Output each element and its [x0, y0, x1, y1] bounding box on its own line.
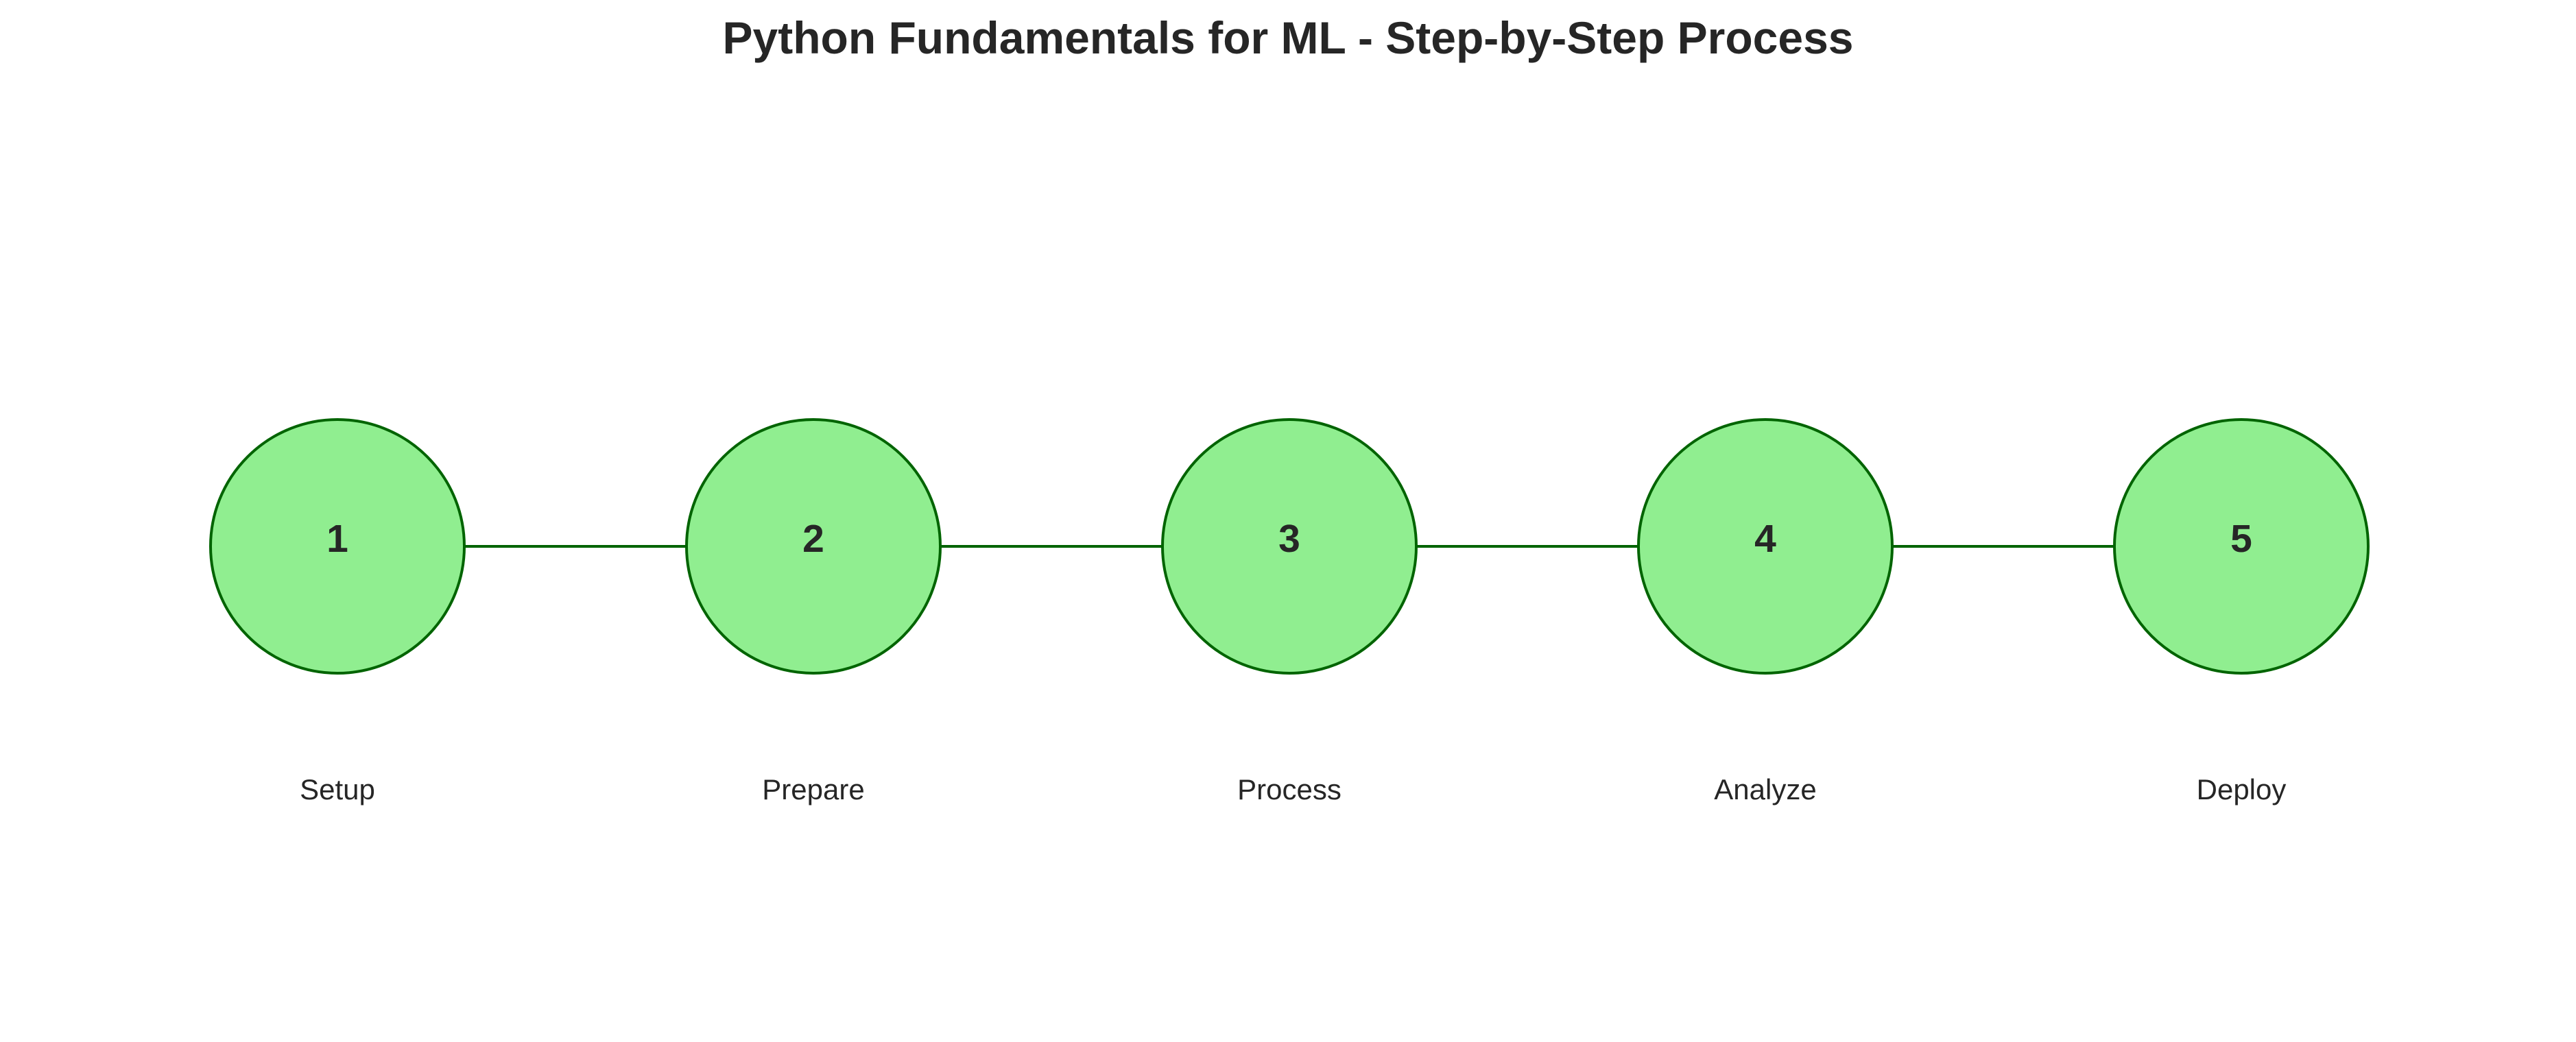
step-circle	[1161, 418, 1418, 675]
step-circle	[1637, 418, 1894, 675]
step-number: 1	[326, 517, 348, 561]
connector-arrow	[464, 533, 722, 560]
step-number: 5	[2230, 517, 2252, 561]
connector-arrow	[940, 533, 1198, 560]
step-label: Prepare	[762, 773, 864, 805]
step-label: Setup	[300, 773, 375, 805]
step-number: 3	[1278, 517, 1300, 561]
step-number: 4	[1754, 517, 1776, 561]
connector-arrow	[1892, 533, 2150, 560]
step-label: Process	[1237, 773, 1341, 805]
step-number: 2	[802, 517, 824, 561]
step-circle	[685, 418, 942, 675]
step-circle	[209, 418, 466, 675]
step-label: Analyze	[1714, 773, 1816, 805]
step-circle	[2113, 418, 2370, 675]
connector-arrow	[1416, 533, 1674, 560]
step-label: Deploy	[2197, 773, 2287, 805]
diagram-title: Python Fundamentals for ML - Step-by-Ste…	[722, 12, 1853, 63]
